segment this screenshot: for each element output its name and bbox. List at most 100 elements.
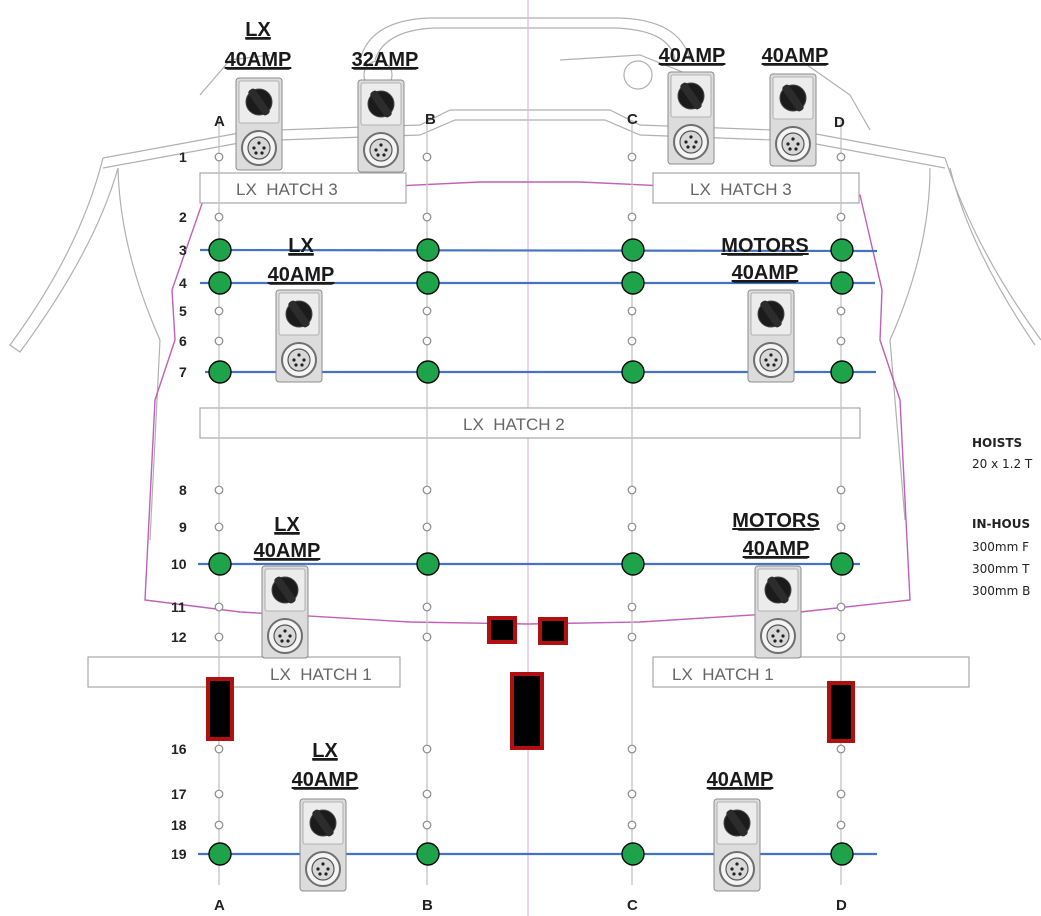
socket-pin-icon [774, 358, 778, 362]
pickup-point-a-6 [214, 336, 224, 346]
row-label-5: 5 [179, 303, 187, 319]
socket-pin-icon [254, 151, 258, 155]
lx-hatch-1-right-box [652, 656, 970, 688]
pickup-point-b-17 [422, 789, 432, 799]
socket-pin-icon [779, 639, 783, 643]
outlet-top-d: 40AMP [762, 45, 828, 167]
pickup-point-b-8 [422, 485, 432, 495]
pickup-point-d-8 [836, 485, 846, 495]
socket-pin-icon [730, 867, 734, 871]
lx-hatch-3-right-box [652, 172, 860, 204]
block-centre-small-right [538, 617, 568, 645]
row-label-2: 2 [179, 209, 187, 225]
outlet-label: 40AMP [225, 49, 292, 71]
lx-hatch-3-right-label: LX HATCH 3 [690, 180, 792, 199]
socket-pin-icon [684, 140, 688, 144]
socket-pin-icon [791, 137, 795, 141]
column-label-top-a: A [214, 113, 225, 130]
pipe-node-c-7 [621, 360, 645, 384]
socket-pin-icon [771, 634, 775, 638]
lx-hatch-1-left-label: LX HATCH 1 [270, 665, 372, 684]
socket-pin-icon [324, 872, 328, 876]
column-label-bottom-a: A [214, 897, 225, 914]
outlet-label: 40AMP [743, 538, 810, 560]
outlet-row19-right: 40AMP [707, 769, 774, 892]
pickup-point-a-1 [214, 152, 224, 162]
socket-pin-icon [382, 153, 386, 157]
socket-pin-icon [316, 867, 320, 871]
socket-pin-icon [764, 358, 768, 362]
block-centre-small-left [487, 616, 517, 644]
pickup-point-c-12 [627, 632, 637, 642]
inhouse-line-1: 300mm F [972, 540, 1029, 554]
row-label-17: 17 [171, 786, 187, 802]
pipe-node-d-4 [830, 271, 854, 295]
pickup-points [214, 152, 846, 830]
pickup-point-c-6 [627, 336, 637, 346]
socket-pin-icon [280, 639, 284, 643]
hoists-text: 20 x 1.2 T [972, 457, 1033, 471]
outlet-label: 40AMP [254, 540, 321, 562]
lx-hatch-2-box [199, 407, 861, 439]
socket-pin-icon [278, 634, 282, 638]
pickup-point-b-18 [422, 820, 432, 830]
outlet-top-b: 32AMP [352, 49, 419, 173]
socket-pin-icon [796, 142, 800, 146]
inhouse-line-3: 300mm B [972, 584, 1031, 598]
pickup-point-a-2 [214, 212, 224, 222]
socket-pin-icon [769, 353, 773, 357]
pickup-point-c-18 [627, 820, 637, 830]
column-label-bottom-d: D [836, 897, 847, 914]
outlet-label: 32AMP [352, 49, 419, 71]
outlet-label: 40AMP [659, 45, 726, 67]
pipe-node-c-4 [621, 271, 645, 295]
pipe-node-d-10 [830, 552, 854, 576]
socket-pin-icon [379, 143, 383, 147]
outlet-label: LX [245, 19, 271, 41]
socket-pin-icon [773, 639, 777, 643]
pipe-node-b-3 [416, 238, 440, 262]
row-label-11: 11 [171, 599, 186, 615]
pickup-point-b-1 [422, 152, 432, 162]
pickup-point-b-16 [422, 744, 432, 754]
pickup-point-d-5 [836, 306, 846, 316]
socket-face-icon [679, 130, 703, 154]
socket-pin-icon [740, 867, 744, 871]
socket-pin-icon [321, 862, 325, 866]
column-label-top-c: C [627, 111, 638, 128]
pickup-point-a-16 [214, 744, 224, 754]
lx-hatch-3-left-box [199, 172, 407, 204]
pickup-point-d-12 [836, 632, 846, 642]
pickup-point-b-5 [422, 306, 432, 316]
pickup-point-d-6 [836, 336, 846, 346]
socket-pin-icon [384, 148, 388, 152]
socket-pin-icon [686, 145, 690, 149]
outlet-label: 40AMP [268, 264, 335, 286]
column-label-bottom-b: B [422, 897, 433, 914]
socket-pin-icon [300, 363, 304, 367]
pickup-point-a-18 [214, 820, 224, 830]
pipe-node-b-10 [416, 552, 440, 576]
pipe-node-d-7 [830, 360, 854, 384]
pipe-node-b-7 [416, 360, 440, 384]
outlet-label: 40AMP [707, 769, 774, 791]
socket-face-icon [759, 348, 783, 372]
socket-pin-icon [260, 151, 264, 155]
pipe-node-a-3 [208, 238, 232, 262]
pipe-node-d-19 [830, 842, 854, 866]
socket-pin-icon [252, 146, 256, 150]
socket-pin-icon [689, 135, 693, 139]
pickup-point-c-17 [627, 789, 637, 799]
socket-pin-icon [318, 872, 322, 876]
lx-hatch-2-label: LX HATCH 2 [463, 415, 565, 434]
outlet-label: LX [312, 740, 338, 762]
row-label-12: 12 [171, 629, 187, 645]
socket-face-icon [287, 348, 311, 372]
row-label-9: 9 [179, 519, 187, 535]
pipe-row-3 [199, 248, 878, 253]
block-left [206, 677, 234, 741]
